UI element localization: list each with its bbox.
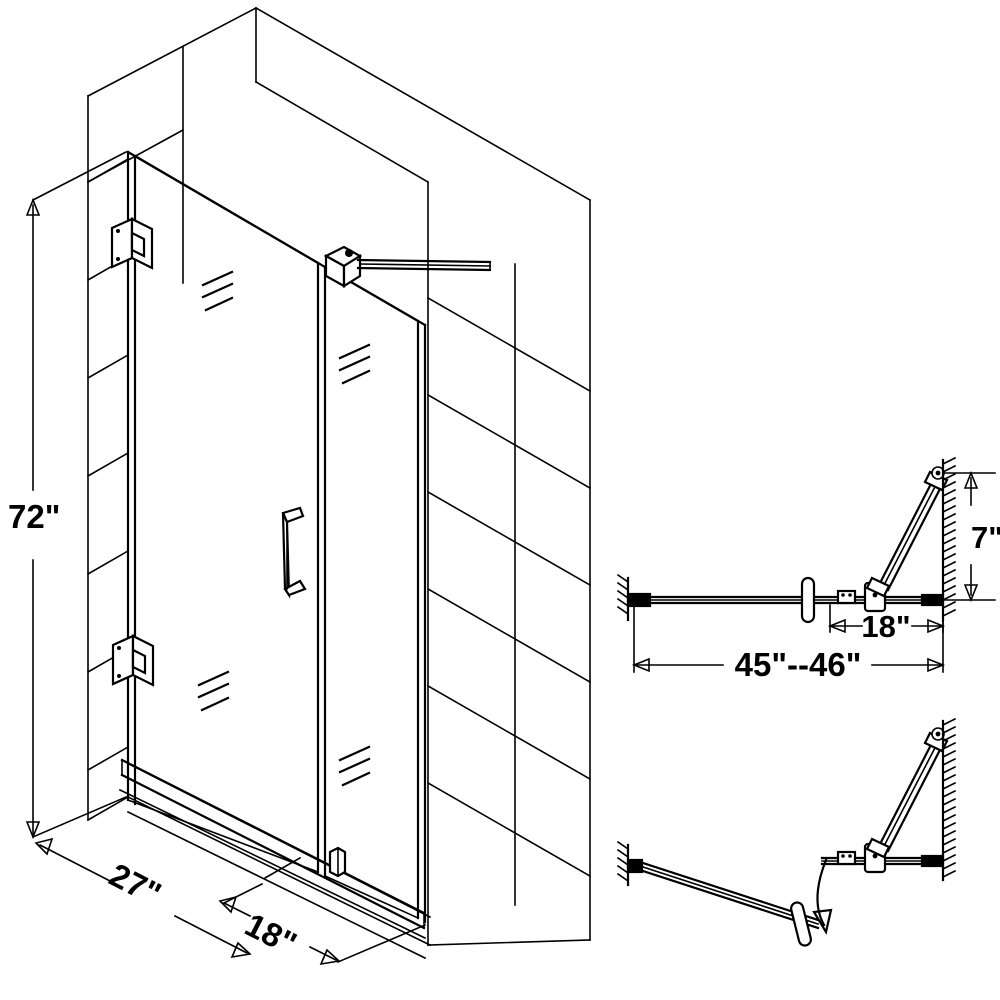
swing-glass-clamp: [836, 850, 857, 866]
swing-support-bar: [865, 727, 949, 859]
swing-left-wall: [616, 840, 644, 887]
tiled-enclosure-walls: [86, 6, 592, 946]
fixed-glass-panel: [126, 150, 327, 878]
lower-wall-hinge: [111, 634, 155, 687]
dimension-opening-45-46: 45"--46": [631, 604, 946, 683]
dimension-label-7: 7": [971, 520, 1000, 555]
dimension-label-72: 72": [8, 498, 60, 535]
upper-wall-hinge: [110, 217, 154, 270]
plan-pull-handle: [800, 576, 816, 624]
bottom-threshold: [120, 758, 432, 930]
plan-right-wall: [920, 456, 957, 622]
bottom-door-bracket: [328, 846, 347, 878]
dimension-label-18-plan: 18": [861, 609, 910, 644]
plan-left-hinge: [626, 592, 652, 608]
swing-pull-handle: [790, 901, 812, 947]
dimension-height-72: 72": [8, 150, 128, 840]
plan-left-wall: [616, 573, 630, 622]
dimension-label-45-46: 45"--46": [735, 646, 862, 683]
plan-view-swing-open: [616, 717, 957, 947]
swing-door-leaf: [638, 860, 820, 930]
shower-base-floor: [118, 788, 432, 960]
dimension-door-leaf-18: 18": [827, 604, 946, 644]
glass-reflection-marks: [197, 270, 371, 787]
swing-right-wall: [920, 717, 957, 882]
dimension-door-width-18: 18": [218, 882, 427, 966]
support-bar: [323, 245, 492, 288]
swing-direction-arrow: [812, 858, 833, 935]
plan-support-bar: [865, 466, 949, 598]
dimension-label-27: 27": [104, 856, 167, 913]
plan-fixed-panel: [646, 595, 932, 605]
isometric-view: 72" 27" 18": [8, 6, 592, 966]
swing-glass-door: [323, 265, 427, 924]
dimension-bar-offset-7: 7": [942, 470, 1000, 603]
plan-view-closed: 7" 18" 45"--46": [616, 456, 1000, 683]
pull-handle: [281, 506, 307, 599]
plan-glass-clamp: [836, 589, 857, 605]
